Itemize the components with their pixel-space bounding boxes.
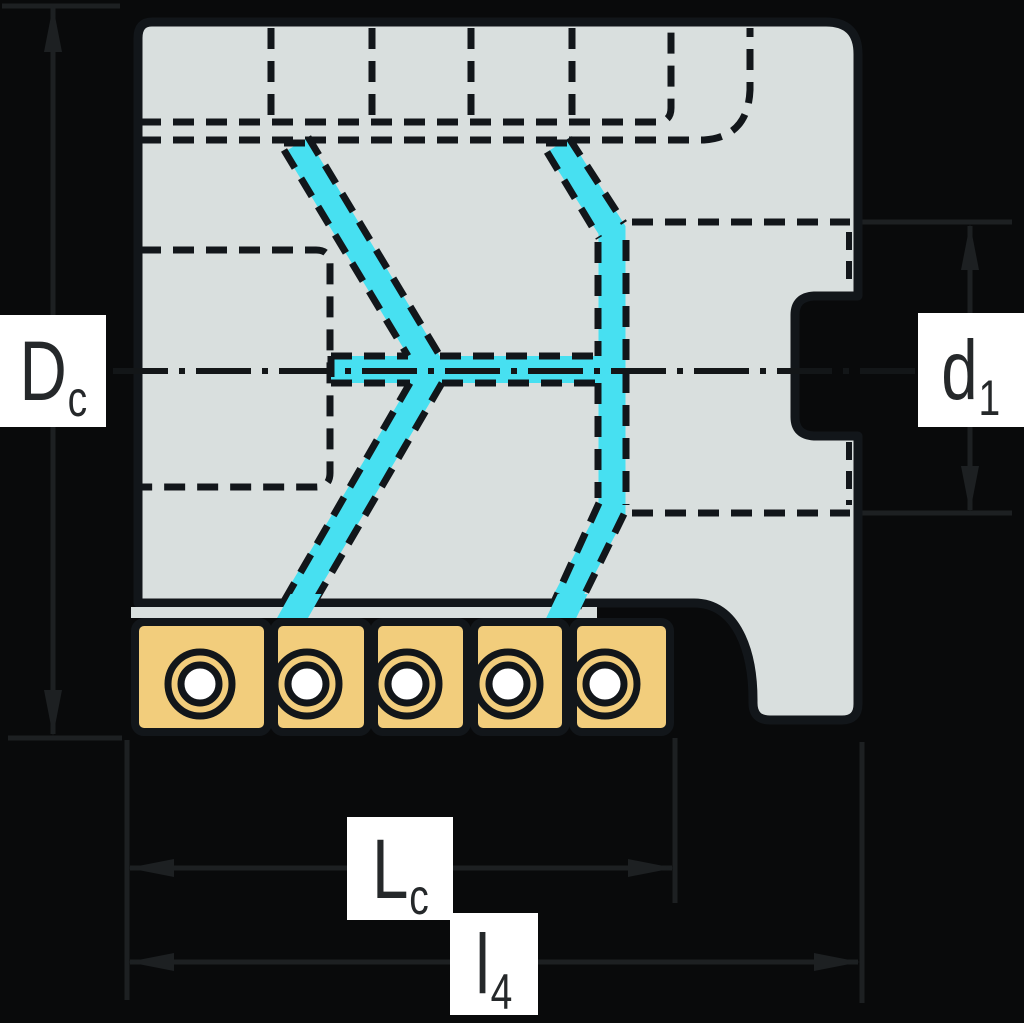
hidden-edge-lines: [140, 28, 852, 517]
d1-arrow-up: [961, 224, 979, 270]
d1-arrow-down: [961, 466, 979, 512]
l4-arrow-left: [128, 953, 174, 971]
d1-label-sub: 1: [978, 370, 1001, 426]
hidden-profile-lower: [140, 28, 754, 144]
insert-3: [370, 618, 471, 736]
lc-label-main: L: [371, 821, 409, 916]
insert-5: [569, 618, 674, 736]
lc-arrow-left: [128, 859, 174, 877]
coolant-channel-borders: [276, 135, 630, 610]
dc-label-sub: c: [67, 371, 87, 427]
insert-1: [131, 618, 272, 736]
l4-label-sub: 4: [490, 964, 513, 1020]
d1-label: d 1: [918, 313, 1024, 427]
insert-2: [270, 618, 372, 736]
l4-arrow-right: [814, 953, 860, 971]
dc-arrow-down: [44, 690, 62, 736]
coolant-exit-right: [546, 594, 588, 618]
dc-arrow-up: [44, 6, 62, 52]
lc-label-sub: c: [408, 868, 429, 925]
dc-label: D c: [0, 315, 106, 427]
coolant-exit-notches: [277, 594, 588, 618]
dc-label-main: D: [19, 324, 67, 418]
insert-4: [470, 618, 570, 736]
l4-label: l 4: [450, 913, 538, 1020]
d1-label-main: d: [941, 323, 978, 417]
lc-arrow-right: [628, 859, 674, 877]
insert-row: [131, 618, 674, 736]
l4-label-main: l: [475, 917, 491, 1011]
lc-label: L c: [347, 817, 453, 925]
insert-seat-strip: [131, 607, 597, 618]
hidden-profile-upper: [140, 28, 675, 126]
coolant-exit-left: [277, 594, 322, 618]
